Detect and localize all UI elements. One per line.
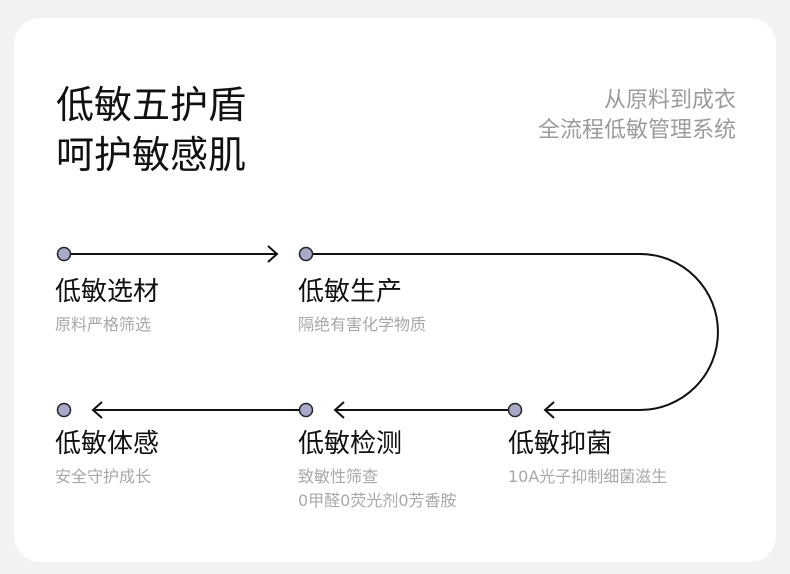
step-desc: 隔绝有害化学物质 xyxy=(298,315,427,334)
arrow-left-icon xyxy=(543,401,555,419)
step-desc: 安全守护成长 xyxy=(55,467,152,486)
step-dot xyxy=(298,402,314,418)
connector-curve xyxy=(306,253,719,411)
step-title: 低敏检测 xyxy=(298,429,403,459)
step-low-allergy-testing: 低敏检测 致敏性筛查 0甲醛0荧光剂0芳香胺 xyxy=(298,428,457,512)
step-dot xyxy=(507,402,523,418)
arrow-right-icon xyxy=(267,245,279,263)
tagline-line-1: 从原料到成衣 xyxy=(603,88,736,113)
tagline: 从原料到成衣 全流程低敏管理系统 xyxy=(538,86,736,146)
arrow-left-icon xyxy=(333,401,345,419)
step-low-allergy-production: 低敏生产 隔绝有害化学物质 xyxy=(298,276,426,336)
step-dot xyxy=(298,246,314,262)
arrow-left-icon xyxy=(91,401,103,419)
step-desc: 致敏性筛查 xyxy=(298,467,379,486)
step-desc: 10A光子抑制细菌滋生 xyxy=(508,467,668,486)
step-desc: 0甲醛0荧光剂0芳香胺 xyxy=(298,491,457,510)
headline: 低敏五护盾 呵护敏感肌 xyxy=(56,80,246,180)
step-title: 低敏生产 xyxy=(298,277,403,307)
card xyxy=(14,18,776,562)
step-low-allergy-feel: 低敏体感 安全守护成长 xyxy=(55,428,159,488)
step-title: 低敏选材 xyxy=(55,277,160,307)
step-title: 低敏抑菌 xyxy=(508,429,613,459)
step-low-allergy-antibacterial: 低敏抑菌 10A光子抑制细菌滋生 xyxy=(508,428,667,488)
step-dot xyxy=(56,246,72,262)
headline-line-2: 呵护敏感肌 xyxy=(56,133,247,177)
tagline-line-2: 全流程低敏管理系统 xyxy=(537,118,736,143)
step-dot xyxy=(56,402,72,418)
headline-line-1: 低敏五护盾 xyxy=(56,83,247,127)
step-desc: 原料严格筛选 xyxy=(55,315,152,334)
step-low-allergy-materials: 低敏选材 原料严格筛选 xyxy=(55,276,159,336)
step-title: 低敏体感 xyxy=(55,429,160,459)
